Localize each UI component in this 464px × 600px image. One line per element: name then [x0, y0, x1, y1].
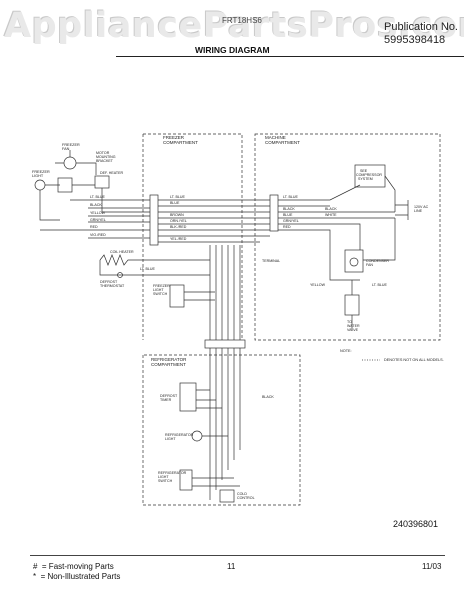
- wire-label: LT. BLUE: [283, 195, 299, 199]
- refrigerator-compartment-frame: [142, 354, 301, 506]
- wire-label: BLUE: [170, 201, 180, 205]
- compressor-label: SEE COMPRESSOR SYSTEM: [356, 169, 383, 181]
- machine-compartment-frame: [254, 133, 441, 341]
- vertical-harness: [209, 245, 241, 340]
- machine-compartment-label: MACHINE COMPARTMENT: [265, 135, 300, 145]
- defrost-timer-label: DEFROST TIMER: [160, 394, 178, 402]
- freezer-light-label: FREEZER LIGHT: [32, 170, 51, 178]
- freezer-compartment-frame: [142, 133, 243, 340]
- page-date: 11/03: [422, 562, 442, 571]
- refrigerator-compartment-label: REFRIGERATOR COMPARTMENT: [151, 357, 188, 367]
- wire-label: YELLOW: [90, 211, 106, 215]
- terminal-label: TERMINAL: [262, 259, 280, 263]
- condenser-fan-box: [344, 249, 364, 273]
- publication-number: 5995398418: [384, 34, 446, 46]
- refrigerator-light-label: REFRIGERATOR LIGHT: [165, 433, 194, 441]
- wire-label: ORN./YEL: [170, 219, 187, 223]
- wire-label: WHITE: [325, 213, 337, 217]
- def-heater-box: [94, 175, 110, 189]
- wire-label: BLACK: [325, 207, 337, 211]
- note-label: NOTE:: [340, 349, 352, 353]
- wire-label: GRN/YEL: [283, 219, 299, 223]
- defrost-thermostat-symbol: [117, 272, 123, 278]
- cold-control-box: [219, 489, 235, 503]
- title-rule: [116, 56, 464, 57]
- water-valve-label: TO WATER VALVE: [347, 320, 361, 332]
- freezer-compartment-label: FREEZER COMPARTMENT: [163, 135, 198, 145]
- wire-label: BLACK: [262, 395, 274, 399]
- model-number: FRT18HS6: [222, 16, 262, 25]
- footer-legend: # = Fast-moving Parts * = Non-Illustrate…: [33, 562, 120, 582]
- publication-label: Publication No.: [384, 21, 458, 33]
- watermark: AppliancePartsPros.com: [4, 6, 464, 46]
- document-number: 240396801: [393, 519, 439, 529]
- defrost-thermostat-label: DEFROST THERMOSTAT: [100, 280, 125, 288]
- publication-block: Publication No. 5995398418: [384, 21, 458, 47]
- line-cord-plug: [395, 200, 409, 220]
- wire-label: VIO./RED: [90, 233, 106, 237]
- wire-label: BLK./RED: [170, 225, 187, 229]
- wire-label: RED: [283, 225, 291, 229]
- wire-label: BROWN: [170, 213, 184, 217]
- legend-non-illustrated: * = Non-Illustrated Parts: [33, 572, 121, 581]
- refrigerator-light-switch-box: [179, 469, 193, 491]
- wire-label: BLUE: [283, 213, 293, 217]
- wire-label: LT. BLUE: [140, 267, 156, 271]
- wire-label: RED: [90, 225, 98, 229]
- note-text: DENOTES NOT ON ALL MODELS.: [384, 358, 444, 362]
- wire-label: YEL./RED: [170, 237, 187, 241]
- freezer-light-switch-label: FREEZER LIGHT SWITCH: [153, 284, 171, 296]
- refrigerator-harness-connector: [204, 339, 246, 349]
- freezer-fan-label: FREEZER FAN: [62, 143, 81, 151]
- wire-label: BLACK: [90, 203, 102, 207]
- def-heater-label: DEF. HEATER: [100, 171, 123, 175]
- coil-heater-label: COIL HEATER: [110, 250, 134, 254]
- condenser-fan-label: CONDENSER FAN: [366, 259, 390, 267]
- water-valve-box: [344, 294, 360, 316]
- defrost-timer-box: [179, 382, 197, 412]
- motor-bracket-label: MOTOR MOUNTING BRACKET: [96, 151, 117, 163]
- cold-control-label: COLD CONTROL: [237, 492, 255, 500]
- wire-label: LT. BLUE: [90, 195, 106, 199]
- wire-label: YELLOW: [310, 283, 326, 287]
- refrigerator-light-switch-label: REFRIGERATOR LIGHT SWITCH: [158, 471, 187, 483]
- footer-rule: [30, 555, 445, 556]
- freezer-light-switch-box: [169, 284, 185, 308]
- machine-harness-connector: [269, 194, 279, 232]
- legend-fast-moving: # = Fast-moving Parts: [33, 562, 114, 571]
- page-number: 11: [227, 562, 236, 571]
- coil-heater-element: [99, 254, 210, 266]
- freezer-fan-motor: [63, 156, 77, 170]
- wire-label: GRN/YEL: [90, 218, 106, 222]
- freezer-terminal-block: [57, 177, 73, 193]
- wire-label: LT. BLUE: [170, 195, 186, 199]
- condenser-fan-motor: [349, 257, 359, 267]
- freezer-harness-connector: [149, 194, 159, 246]
- freezer-light-bulb: [34, 179, 46, 191]
- line-cord-label: 120V AC LINE: [414, 205, 429, 213]
- page-title: WIRING DIAGRAM: [195, 45, 270, 55]
- wire-label: LT. BLUE: [372, 283, 388, 287]
- wire-label: BLACK: [283, 207, 295, 211]
